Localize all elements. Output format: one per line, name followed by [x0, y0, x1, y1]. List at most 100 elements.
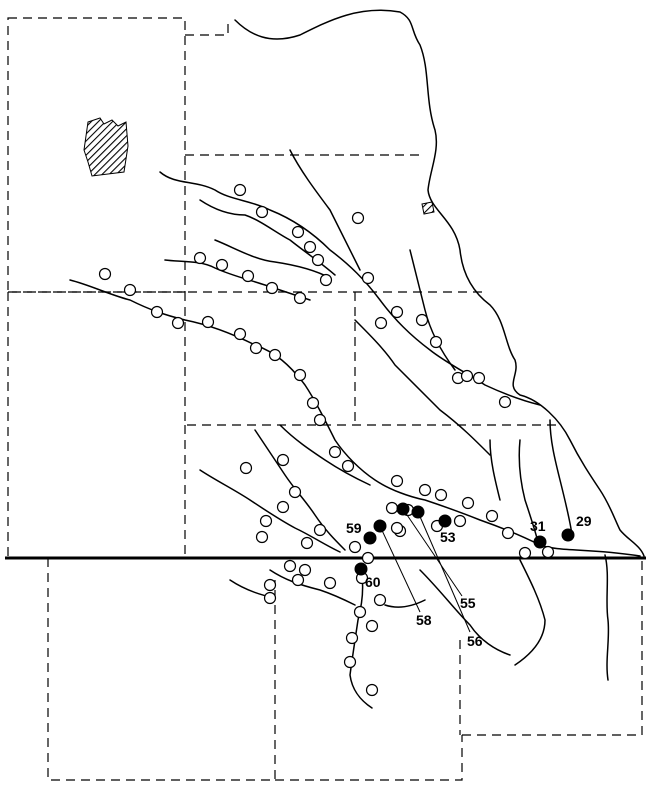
- river-tributary-3: [214, 239, 331, 279]
- sampling-site-open: [343, 655, 357, 669]
- town-area-east: [421, 201, 435, 215]
- sampling-site-open: [341, 459, 355, 473]
- sampling-site-open: [319, 273, 333, 287]
- river-southwest-2: [384, 599, 426, 608]
- river-north-1: [289, 149, 361, 271]
- site-labels: 59 60 53 55 56 58 31 29: [346, 513, 592, 649]
- sampling-site-open: [453, 514, 467, 528]
- river-tributary-7: [279, 424, 371, 486]
- site-label: 53: [440, 529, 456, 545]
- sampling-site-filled: [363, 531, 377, 545]
- county-boundaries: [7, 17, 643, 781]
- site-label: 55: [460, 595, 476, 611]
- sampling-site-filled: [533, 535, 547, 549]
- river-east-1: [549, 419, 573, 536]
- sampling-site-open: [283, 559, 297, 573]
- sampling-site-filled: [373, 519, 387, 533]
- sampling-site-filled: [396, 502, 410, 516]
- site-label: 59: [346, 520, 362, 536]
- sampling-site-open: [485, 509, 499, 523]
- sampling-site-open: [249, 341, 263, 355]
- sampling-site-open: [193, 251, 207, 265]
- sampling-site-open: [374, 316, 388, 330]
- sampling-site-open: [313, 413, 327, 427]
- sampling-site-open: [373, 593, 387, 607]
- county-boundary: [184, 292, 560, 426]
- labeled-sites: [354, 502, 575, 633]
- sampling-site-open: [293, 291, 307, 305]
- sampling-site-open: [415, 313, 429, 327]
- sampling-site-open: [348, 540, 362, 554]
- sampling-site-filled: [438, 514, 452, 528]
- county-boundary: [275, 735, 463, 781]
- sampling-site-open: [303, 240, 317, 254]
- sampling-site-open: [268, 348, 282, 362]
- river-tributary-6: [199, 469, 341, 553]
- sampling-site-open: [300, 536, 314, 550]
- sampling-site-open: [501, 526, 515, 540]
- sampling-site-filled: [354, 562, 368, 576]
- river-tributary-1: [199, 199, 336, 276]
- river-tributary-2: [164, 259, 311, 301]
- sampling-site-open: [150, 305, 164, 319]
- sampling-site-open: [239, 461, 253, 475]
- main-river-east: [234, 9, 645, 557]
- river-east-2: [518, 439, 539, 543]
- sampling-site-open: [233, 183, 247, 197]
- sampling-site-open: [171, 316, 185, 330]
- site-label: 60: [365, 574, 381, 590]
- sampling-site-open: [385, 501, 399, 515]
- sampling-site-open: [365, 619, 379, 633]
- sampling-site-filled: [561, 528, 575, 542]
- sampling-site-open: [291, 573, 305, 587]
- sampling-site-open: [353, 605, 367, 619]
- sampling-site-open: [311, 253, 325, 267]
- sampling-site-open: [233, 327, 247, 341]
- river-north-2: [409, 249, 456, 371]
- sampling-site-open: [291, 225, 305, 239]
- sampling-site-open: [434, 488, 448, 502]
- sampling-site-open: [259, 514, 273, 528]
- sampling-site-open: [313, 523, 327, 537]
- sampling-site-open: [361, 271, 375, 285]
- site-label: 31: [530, 518, 546, 534]
- sampling-site-open: [323, 576, 337, 590]
- sampling-site-open: [345, 631, 359, 645]
- sampling-site-open: [390, 521, 404, 535]
- sampling-site-open: [201, 315, 215, 329]
- sampling-site-open: [265, 281, 279, 295]
- sampling-site-open: [215, 258, 229, 272]
- site-label: 29: [576, 513, 592, 529]
- sampling-site-open: [98, 267, 112, 281]
- county-boundary: [47, 558, 276, 781]
- county-boundary: [462, 560, 643, 736]
- sampling-site-open: [461, 496, 475, 510]
- rivers: [69, 9, 645, 709]
- sampling-site-open: [390, 305, 404, 319]
- sampling-site-open: [293, 368, 307, 382]
- sampling-site-open: [328, 445, 342, 459]
- sampling-site-open: [241, 269, 255, 283]
- sampling-site-filled: [411, 505, 425, 519]
- river-central: [69, 279, 641, 557]
- site-leader-line: [379, 525, 421, 613]
- sampling-site-open: [288, 485, 302, 499]
- river-east-3: [489, 439, 501, 501]
- sampling-site-open: [518, 546, 532, 560]
- river-south-4: [604, 554, 610, 681]
- site-label: 58: [416, 612, 432, 628]
- sampling-site-open: [255, 530, 269, 544]
- sampling-site-open: [418, 483, 432, 497]
- sampling-site-open: [123, 283, 137, 297]
- site-label: 56: [467, 633, 483, 649]
- sampling-site-open: [276, 500, 290, 514]
- sampling-site-open: [276, 453, 290, 467]
- site-leader-line: [417, 511, 471, 633]
- river-south-2: [269, 569, 356, 606]
- sampling-site-open: [298, 563, 312, 577]
- sampling-site-open: [498, 395, 512, 409]
- sampling-site-open: [263, 591, 277, 605]
- river-tributary-4: [354, 319, 491, 456]
